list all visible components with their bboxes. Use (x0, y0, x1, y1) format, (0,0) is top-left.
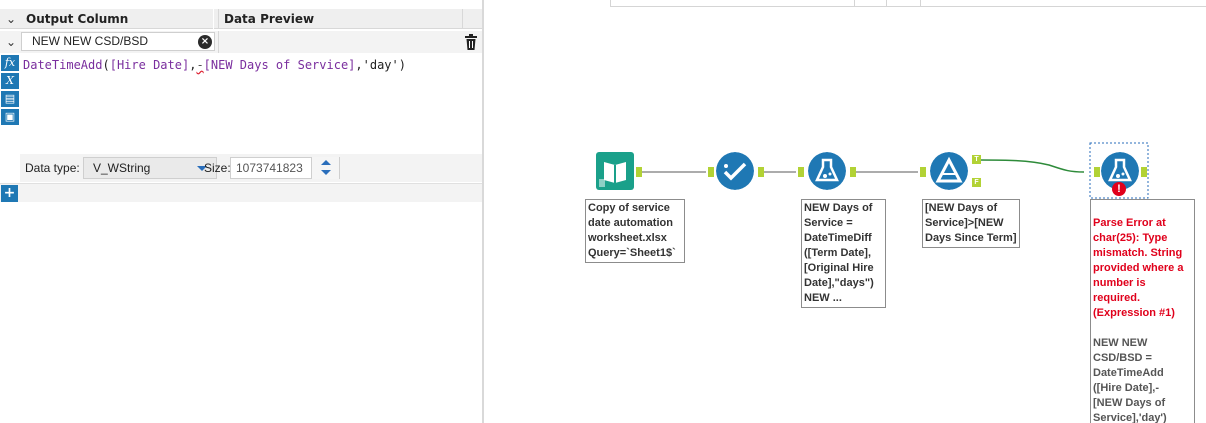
output-anchor[interactable] (1141, 167, 1147, 177)
expression-field-hire-date: [Hire Date] (109, 58, 190, 72)
input-anchor[interactable] (920, 167, 926, 177)
size-label: Size: (204, 161, 231, 175)
canvas-top-strip (610, 0, 1206, 7)
variable-icon[interactable]: X (1, 73, 19, 89)
size-spinner[interactable] (311, 157, 339, 179)
panel-splitter[interactable] (482, 0, 484, 423)
function-icon[interactable]: fx (1, 55, 19, 71)
expression-toolbar: fx X ▤ ▣ (0, 55, 20, 127)
connections-layer (642, 142, 1149, 199)
expression-row[interactable]: ⌄ NEW NEW CSD/BSD × (0, 31, 482, 53)
spin-down-icon[interactable] (321, 170, 331, 175)
add-expression-row: + (0, 183, 482, 202)
spin-up-icon[interactable] (321, 160, 331, 165)
true-connection-line (979, 159, 1085, 173)
data-type-label: Data type: (25, 161, 80, 175)
workflow-canvas[interactable]: T F ! Copy of service date automation wo… (484, 0, 1206, 423)
expression-field-days-of-service: [NEW Days of Service] (203, 58, 356, 72)
save-icon[interactable]: ▣ (1, 109, 19, 125)
error-badge-icon[interactable]: ! (1112, 182, 1126, 196)
input-anchor[interactable] (798, 167, 804, 177)
formula-tool-1[interactable] (808, 152, 846, 190)
formula-config-panel: ⌄ Output Column Data Preview ⌄ NEW NEW C… (0, 0, 482, 423)
check-icon (723, 162, 747, 181)
formula-2-annotation: Parse Error at char(25): Type mismatch. … (1090, 199, 1195, 423)
expression-open-paren: ( (102, 58, 110, 72)
add-expression-button[interactable]: + (1, 185, 18, 202)
input-anchor[interactable] (1094, 167, 1100, 177)
dropdown-arrow-icon[interactable] (197, 166, 207, 171)
select-tool[interactable] (716, 152, 754, 190)
clear-field-icon[interactable]: × (198, 35, 212, 49)
data-type-select[interactable]: V_WString (83, 157, 217, 179)
input-anchor[interactable] (708, 167, 714, 177)
formula-2-expression-text: NEW NEW CSD/BSD = DateTimeAdd ([Hire Dat… (1093, 337, 1167, 423)
expression-editor[interactable]: DateTimeAdd([Hire Date],-[NEW Days of Se… (23, 58, 406, 72)
output-anchor[interactable] (636, 167, 642, 177)
output-column-field[interactable]: NEW NEW CSD/BSD (21, 32, 215, 51)
expression-rest: ,'day') (355, 58, 406, 72)
expression-comma: , (189, 58, 197, 72)
data-preview-cell (218, 31, 462, 53)
output-anchor[interactable] (850, 167, 856, 177)
formula-tool-2[interactable] (1101, 152, 1139, 190)
true-anchor[interactable]: T (972, 155, 981, 164)
header-spacer (462, 9, 482, 29)
output-column-header[interactable]: Output Column (21, 9, 214, 29)
input-data-tool[interactable] (596, 152, 634, 190)
book-icon (599, 179, 605, 187)
filter-icon (935, 156, 963, 183)
data-type-row: Data type: V_WString Size: 1073741823 (20, 154, 482, 182)
false-anchor[interactable]: F (972, 178, 981, 187)
expand-row-chevron-icon[interactable]: ⌄ (5, 35, 17, 49)
expression-function: DateTimeAdd (23, 58, 103, 72)
open-folder-icon[interactable]: ▤ (1, 91, 19, 107)
data-type-value: V_WString (93, 161, 151, 175)
column-header-row: ⌄ Output Column Data Preview (0, 9, 482, 29)
data-preview-header[interactable]: Data Preview (218, 9, 461, 29)
filter-tool[interactable] (930, 152, 968, 190)
parse-error-message: Parse Error at char(25): Type mismatch. … (1093, 217, 1184, 319)
flask-icon (815, 158, 839, 182)
delete-expression-trash-icon[interactable] (464, 34, 478, 50)
formula-1-annotation: NEW Days of Service = DateTimeDiff ([Ter… (801, 199, 886, 308)
flask-icon (1108, 158, 1132, 182)
filter-annotation: [NEW Days of Service]>[NEW Days Since Te… (922, 199, 1020, 248)
output-anchor[interactable] (758, 167, 764, 177)
input-data-annotation: Copy of service date automation workshee… (585, 199, 685, 263)
selection-box (1089, 142, 1149, 199)
collapse-all-chevron-icon[interactable]: ⌄ (5, 12, 17, 26)
expression-error-marker: - (196, 58, 204, 72)
